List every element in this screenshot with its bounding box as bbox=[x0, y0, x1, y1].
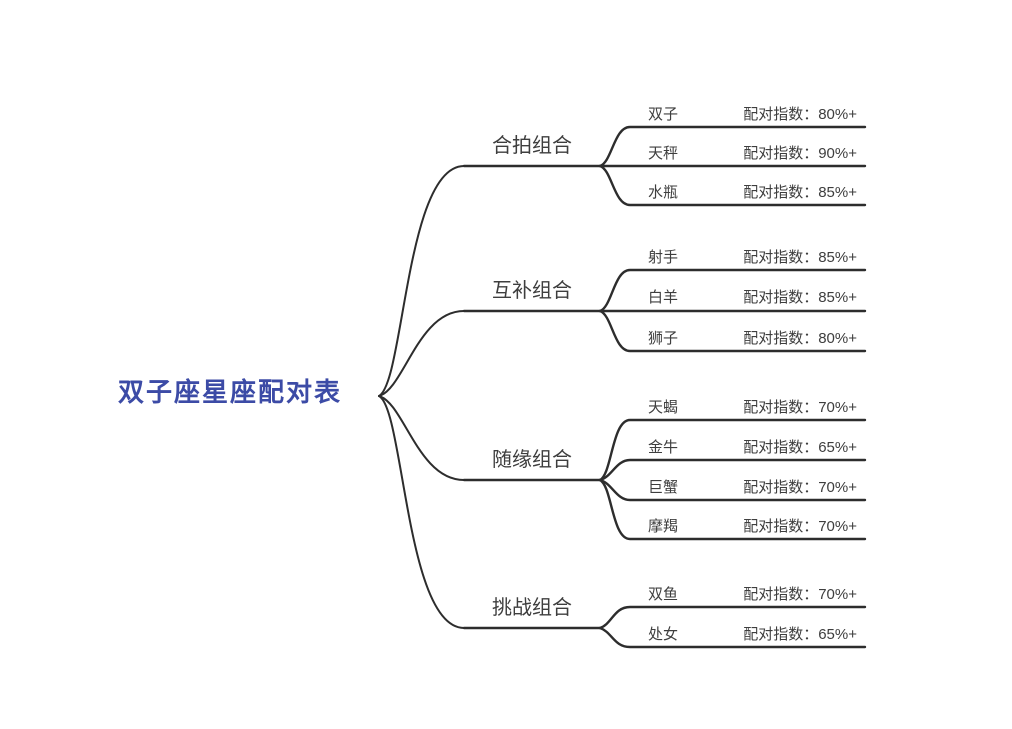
leaf-sign: 射手 bbox=[648, 249, 679, 266]
leaf-index: 配对指数：65%+ bbox=[743, 626, 857, 643]
leaf-1-1-underline bbox=[598, 125, 867, 168]
leaf-index: 配对指数：65%+ bbox=[743, 439, 857, 456]
leaf-sign: 水瓶 bbox=[648, 184, 679, 201]
leaf-3-4-underline bbox=[598, 478, 867, 541]
leaf-1-3-underline bbox=[598, 164, 867, 207]
leaf-4-1-underline bbox=[598, 605, 867, 630]
leaf-sign: 天秤 bbox=[648, 145, 679, 162]
leaf-index: 配对指数：70%+ bbox=[743, 399, 857, 416]
leaf-node-3-4[interactable]: 摩羯 配对指数：70%+ bbox=[630, 516, 866, 536]
leaf-node-2-1[interactable]: 射手 配对指数：85%+ bbox=[630, 247, 866, 267]
leaf-3-1-underline bbox=[598, 418, 867, 482]
branch-node-3[interactable]: 随缘组合 bbox=[492, 449, 572, 471]
leaf-sign: 双鱼 bbox=[648, 586, 679, 603]
leaf-node-1-3[interactable]: 水瓶 配对指数：85%+ bbox=[630, 182, 866, 202]
leaf-sign: 处女 bbox=[648, 626, 679, 643]
connector-root-branch-1 bbox=[378, 165, 465, 397]
leaf-sign: 狮子 bbox=[648, 330, 679, 347]
leaf-index: 配对指数：70%+ bbox=[743, 586, 857, 603]
leaf-node-2-2[interactable]: 白羊 配对指数：85%+ bbox=[630, 287, 866, 307]
leaf-index: 配对指数：85%+ bbox=[743, 289, 857, 306]
leaf-sign: 双子 bbox=[648, 106, 679, 123]
leaf-node-3-3[interactable]: 巨蟹 配对指数：70%+ bbox=[630, 477, 866, 497]
leaf-node-1-1[interactable]: 双子 配对指数：80%+ bbox=[630, 104, 866, 124]
connector-root-branch-3 bbox=[378, 395, 465, 481]
leaf-index: 配对指数：70%+ bbox=[743, 518, 857, 535]
root-node[interactable]: 双子座星座配对表 bbox=[118, 377, 343, 407]
leaf-sign: 摩羯 bbox=[648, 518, 679, 535]
leaf-index: 配对指数：85%+ bbox=[743, 249, 857, 266]
leaf-node-4-2[interactable]: 处女 配对指数：65%+ bbox=[630, 624, 866, 644]
leaf-node-2-3[interactable]: 狮子 配对指数：80%+ bbox=[630, 328, 866, 348]
leaf-2-1-underline bbox=[598, 268, 867, 313]
leaf-sign: 巨蟹 bbox=[648, 479, 679, 496]
leaf-node-1-2[interactable]: 天秤 配对指数：90%+ bbox=[630, 143, 866, 163]
leaf-index: 配对指数：85%+ bbox=[743, 184, 857, 201]
leaf-3-2-underline bbox=[598, 458, 867, 482]
branch-node-2[interactable]: 互补组合 bbox=[492, 280, 572, 302]
leaf-sign: 白羊 bbox=[648, 289, 679, 306]
branch-node-4[interactable]: 挑战组合 bbox=[492, 597, 572, 619]
leaf-2-3-underline bbox=[598, 309, 867, 353]
leaf-sign: 天蝎 bbox=[648, 399, 679, 416]
leaf-index: 配对指数：70%+ bbox=[743, 479, 857, 496]
leaf-4-2-underline bbox=[598, 626, 867, 649]
leaf-sign: 金牛 bbox=[648, 439, 679, 456]
leaf-index: 配对指数：90%+ bbox=[743, 145, 857, 162]
connector-root-branch-4 bbox=[378, 395, 465, 629]
leaf-node-3-2[interactable]: 金牛 配对指数：65%+ bbox=[630, 437, 866, 457]
leaf-node-4-1[interactable]: 双鱼 配对指数：70%+ bbox=[630, 584, 866, 604]
leaf-index: 配对指数：80%+ bbox=[743, 330, 857, 347]
branch-node-1[interactable]: 合拍组合 bbox=[492, 135, 572, 157]
connector-root-branch-2 bbox=[378, 310, 465, 397]
leaf-index: 配对指数：80%+ bbox=[743, 106, 857, 123]
leaf-node-3-1[interactable]: 天蝎 配对指数：70%+ bbox=[630, 397, 866, 417]
